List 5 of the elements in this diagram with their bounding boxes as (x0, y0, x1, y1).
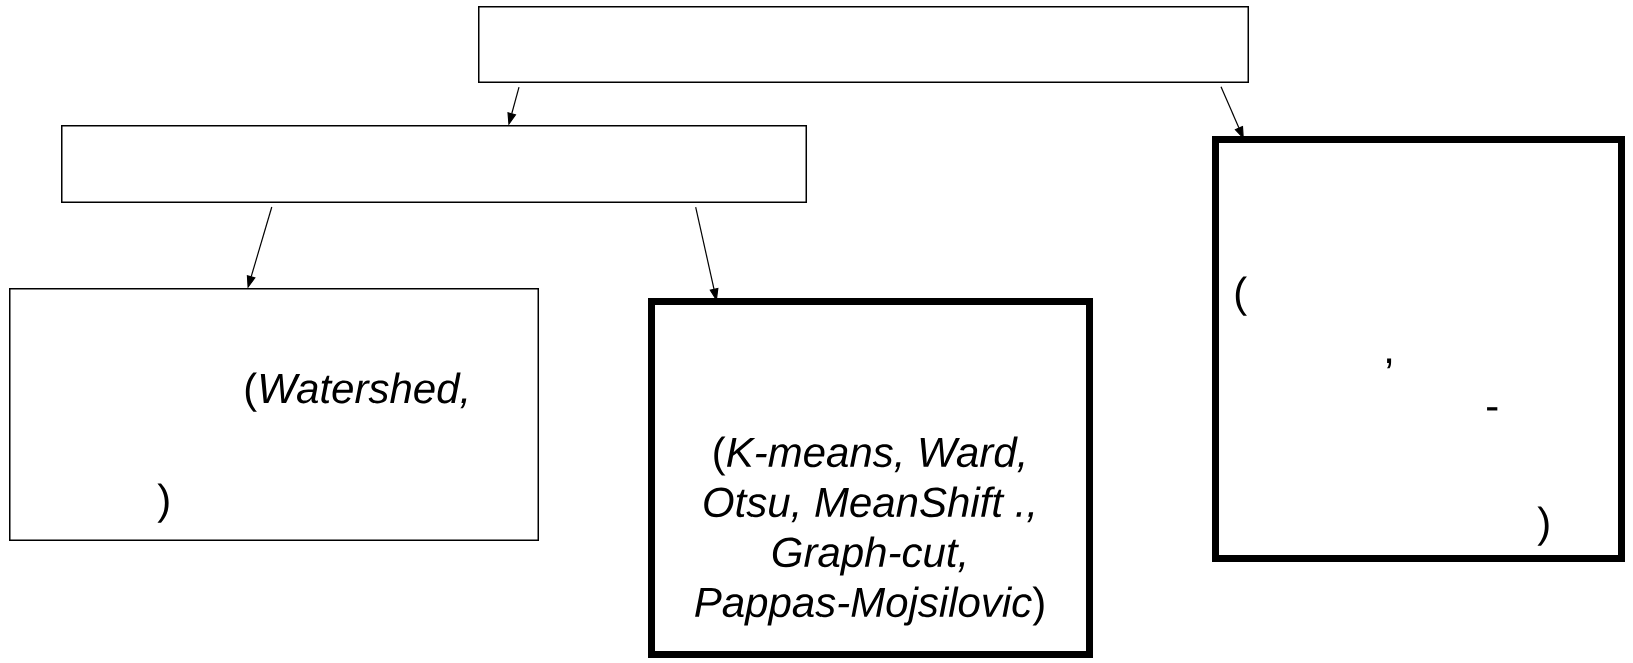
process-box: ( , - ) (1212, 136, 1625, 562)
process-box (61, 125, 807, 203)
process-box: (K-means, Ward, Otsu, MeanShift ., Graph-cut, Pappas-Mojsilovic) (648, 298, 1093, 658)
process-box (478, 6, 1249, 83)
process-box: (Watershed, ) (9, 288, 539, 541)
